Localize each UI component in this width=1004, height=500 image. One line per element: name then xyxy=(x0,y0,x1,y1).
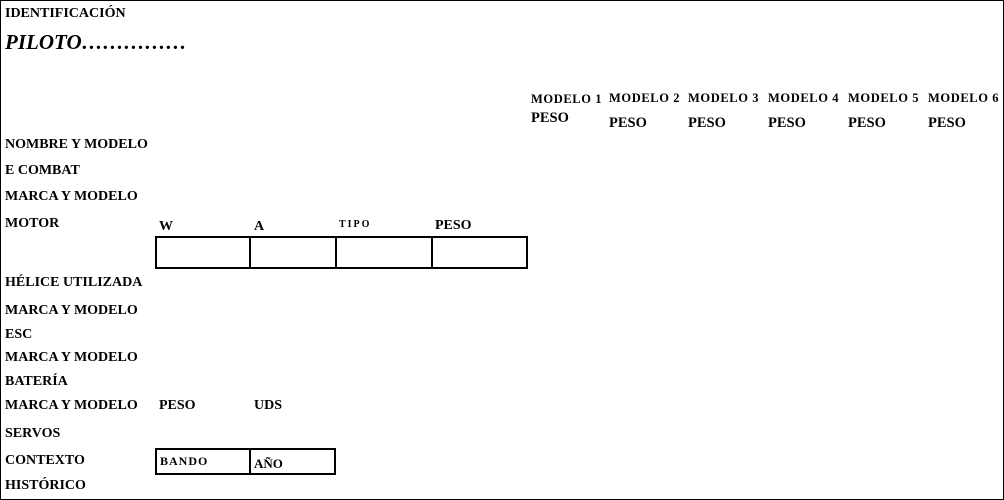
bando-field[interactable]: BANDO xyxy=(155,448,251,475)
motor-w-field[interactable] xyxy=(155,236,251,269)
servos-label: SERVOS xyxy=(5,426,61,441)
contexto-label: CONTEXTO xyxy=(5,453,85,468)
historico-label: HISTÓRICO xyxy=(5,478,86,493)
modelo-6-label: MODELO 6 xyxy=(928,91,1000,105)
marca-modelo-motor-label: MARCA Y MODELO xyxy=(5,189,138,204)
motor-a-label: A xyxy=(254,219,265,234)
e-combat-label: E COMBAT xyxy=(5,163,80,178)
piloto-label: PILOTO…………… xyxy=(5,30,187,54)
esc-label: ESC xyxy=(5,327,33,342)
identificacion-label: IDENTIFICACIÓN xyxy=(5,6,126,21)
motor-w-label: W xyxy=(159,219,173,234)
modelo-6-peso: PESO xyxy=(928,115,966,131)
marca-modelo-servos-label: MARCA Y MODELO xyxy=(5,398,138,413)
modelo-4-label: MODELO 4 xyxy=(768,91,840,105)
bando-label: BANDO xyxy=(160,454,209,468)
modelo-5-peso: PESO xyxy=(848,115,886,131)
servos-uds-label: UDS xyxy=(254,398,283,413)
nombre-modelo-label: NOMBRE Y MODELO xyxy=(5,137,148,152)
bateria-label: BATERÍA xyxy=(5,374,68,389)
motor-label: MOTOR xyxy=(5,216,60,231)
modelo-1-label: MODELO 1 xyxy=(531,92,603,106)
modelo-3-label: MODELO 3 xyxy=(688,91,760,105)
modelo-4-peso: PESO xyxy=(768,115,806,131)
modelo-1-peso: PESO xyxy=(531,110,569,126)
motor-a-field[interactable] xyxy=(249,236,337,269)
modelo-2-label: MODELO 2 xyxy=(609,91,681,105)
helice-label: HÉLICE UTILIZADA xyxy=(5,275,143,290)
anio-label: AÑO xyxy=(254,456,283,471)
modelo-5-label: MODELO 5 xyxy=(848,91,920,105)
motor-peso-field[interactable] xyxy=(431,236,528,269)
servos-peso-label: PESO xyxy=(159,398,196,413)
marca-modelo-esc-label: MARCA Y MODELO xyxy=(5,303,138,318)
anio-field[interactable]: AÑO xyxy=(249,448,336,475)
motor-tipo-label: TIPO xyxy=(339,219,372,230)
modelo-2-peso: PESO xyxy=(609,115,647,131)
modelo-3-peso: PESO xyxy=(688,115,726,131)
marca-modelo-bateria-label: MARCA Y MODELO xyxy=(5,350,138,365)
motor-tipo-field[interactable] xyxy=(335,236,433,269)
motor-peso-label: PESO xyxy=(435,218,472,233)
